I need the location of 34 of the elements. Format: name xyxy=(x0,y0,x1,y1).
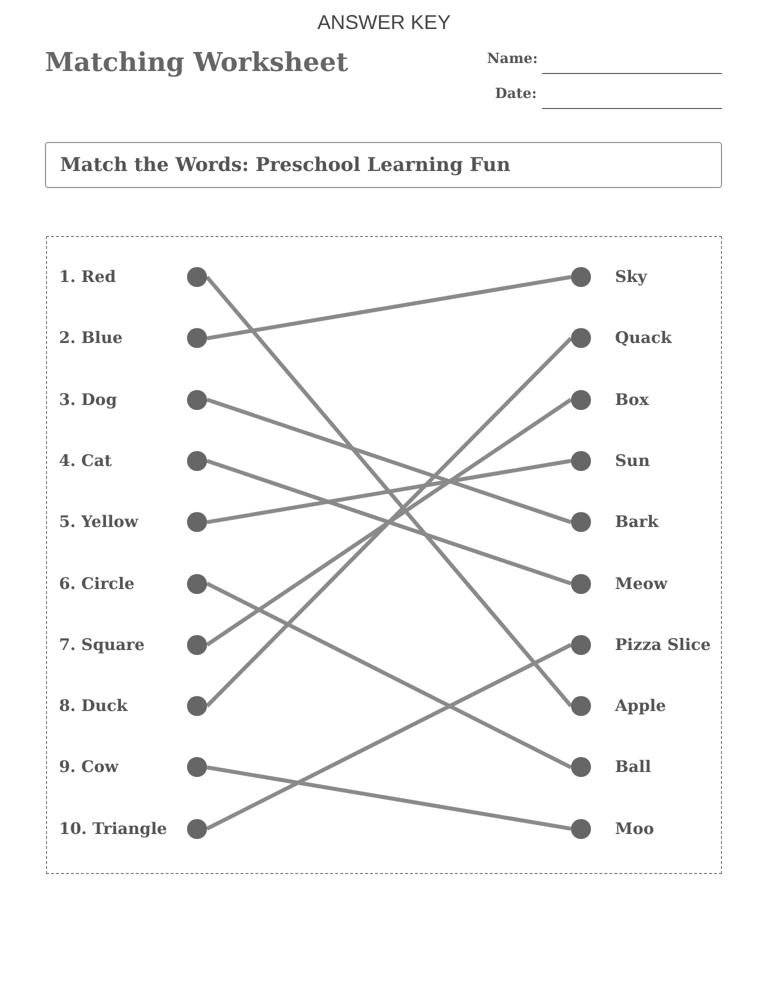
name-label: Name: xyxy=(487,51,538,67)
matching-line xyxy=(206,275,572,340)
match-word: 6. Circle xyxy=(59,574,135,592)
match-word: 1. Red xyxy=(59,267,116,286)
match-word: Moo xyxy=(615,818,654,838)
dashed-frame xyxy=(46,236,722,874)
match-word: Ball xyxy=(615,757,652,776)
matching-line xyxy=(206,458,572,524)
matching-line xyxy=(206,643,572,830)
matching-line xyxy=(206,459,572,586)
match-word: 2. Blue xyxy=(59,328,123,348)
matching-line xyxy=(206,582,572,770)
match-word: Quack xyxy=(615,328,672,348)
match-word: Sun xyxy=(615,450,650,470)
matching-line xyxy=(206,765,572,831)
match-word: 9. Cow xyxy=(59,757,118,776)
match-word: Pizza Slice xyxy=(615,634,711,654)
match-word: Apple xyxy=(615,696,666,716)
match-word: 4. Cat xyxy=(59,450,112,470)
answer-key-label: ANSWER KEY xyxy=(316,12,452,35)
matching-line xyxy=(206,398,572,524)
match-word: Meow xyxy=(615,574,668,592)
match-word: Box xyxy=(615,390,649,409)
instruction-box: Match the Words: Preschool Learning Fun xyxy=(45,142,722,188)
match-word: 5. Yellow xyxy=(59,512,138,532)
match-word: 3. Dog xyxy=(59,390,118,409)
match-word: 8. Duck xyxy=(59,696,128,716)
match-word: Bark xyxy=(615,512,658,532)
match-word: 10. Triangle xyxy=(59,818,168,838)
matching-line xyxy=(206,398,572,646)
date-label: Date: xyxy=(495,86,537,102)
worksheet-title: Matching Worksheet xyxy=(45,48,348,78)
match-word: 7. Square xyxy=(59,634,145,654)
match-word: Sky xyxy=(615,267,647,286)
